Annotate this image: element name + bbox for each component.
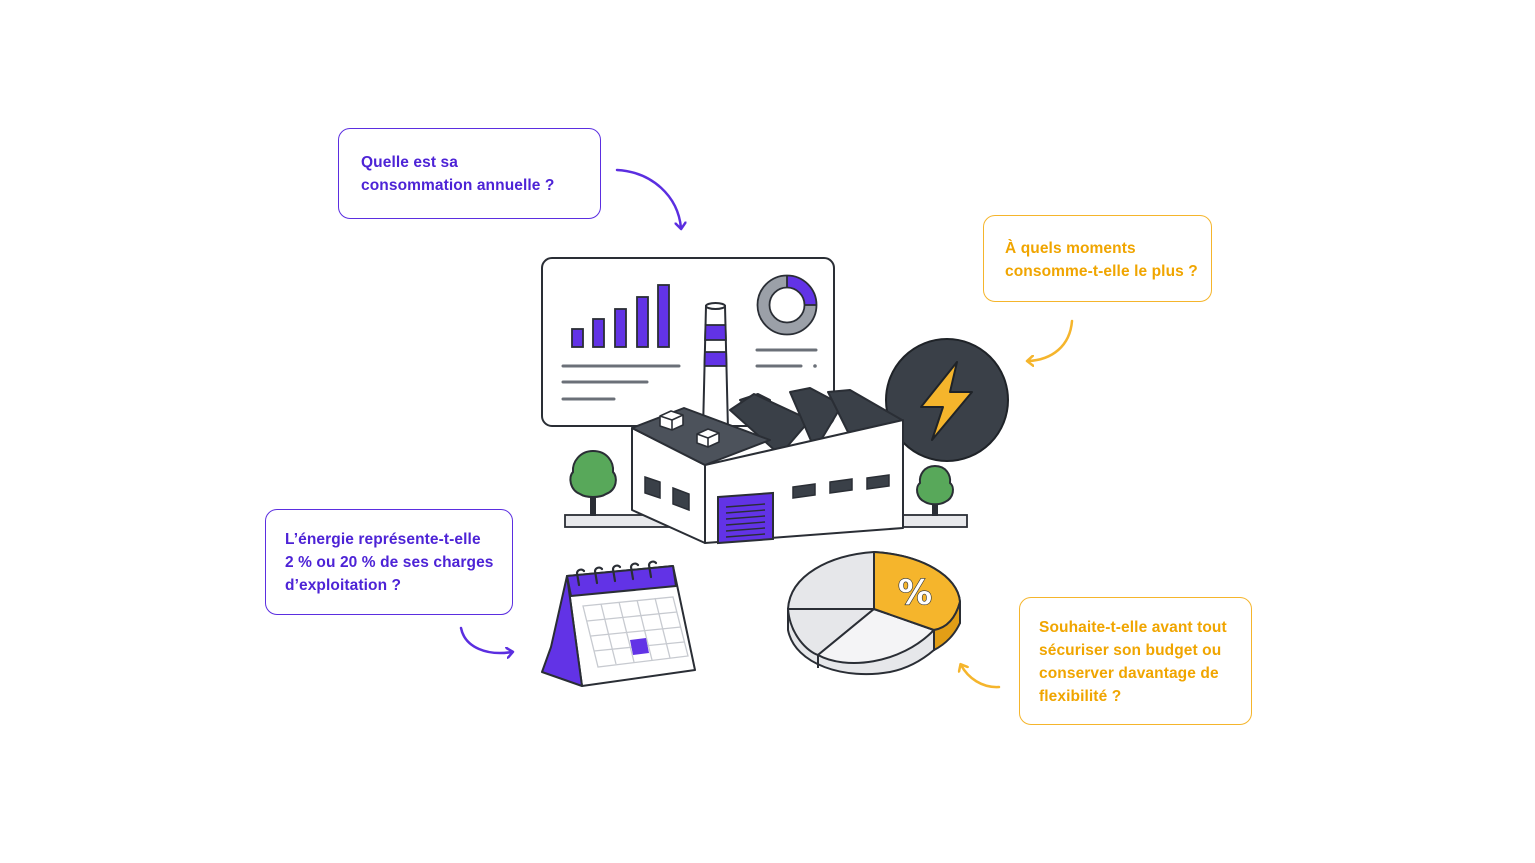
question-consumption-line2: consommation annuelle ?: [361, 177, 555, 194]
question-energy-share-line3: d’exploitation ?: [285, 577, 402, 594]
bar-chart-icon: [571, 284, 670, 348]
pie-chart-icon: %: [787, 551, 961, 676]
question-moments-line1: À quels moments: [1005, 240, 1136, 257]
lightning-icon: [885, 338, 1009, 462]
factory-icon: [564, 302, 968, 545]
arrow-security: [961, 665, 1001, 689]
tree-icon: [916, 464, 954, 516]
pie-percent-label: %: [898, 573, 932, 613]
question-security-line3: conserver davantage de: [1039, 665, 1219, 682]
question-moments-line2: consomme-t-elle le plus ?: [1005, 263, 1198, 280]
arrow-share: [459, 626, 512, 653]
dashboard-icon: [541, 257, 835, 427]
question-energy-share: L’énergie représente-t-elle 2 % ou 20 % …: [265, 509, 513, 615]
donut-chart-icon: [756, 274, 818, 336]
arrow-consumption: [615, 168, 681, 228]
question-security: Souhaite-t-elle avant tout sécuriser son…: [1019, 597, 1252, 725]
question-security-line1: Souhaite-t-elle avant tout: [1039, 619, 1227, 636]
question-energy-share-line1: L’énergie représente-t-elle: [285, 531, 481, 548]
question-consumption: Quelle est sa consommation annuelle ?: [338, 128, 601, 219]
arrow-moments: [1028, 319, 1074, 361]
question-consumption-line1: Quelle est sa: [361, 154, 458, 171]
tree-icon: [569, 449, 617, 516]
question-energy-share-line2: 2 % ou 20 % de ses charges: [285, 554, 494, 571]
calendar-icon: [541, 560, 696, 687]
question-moments: À quels moments consomme-t-elle le plus …: [983, 215, 1212, 302]
question-security-line2: sécuriser son budget ou: [1039, 642, 1222, 659]
question-security-line4: flexibilité ?: [1039, 688, 1122, 705]
